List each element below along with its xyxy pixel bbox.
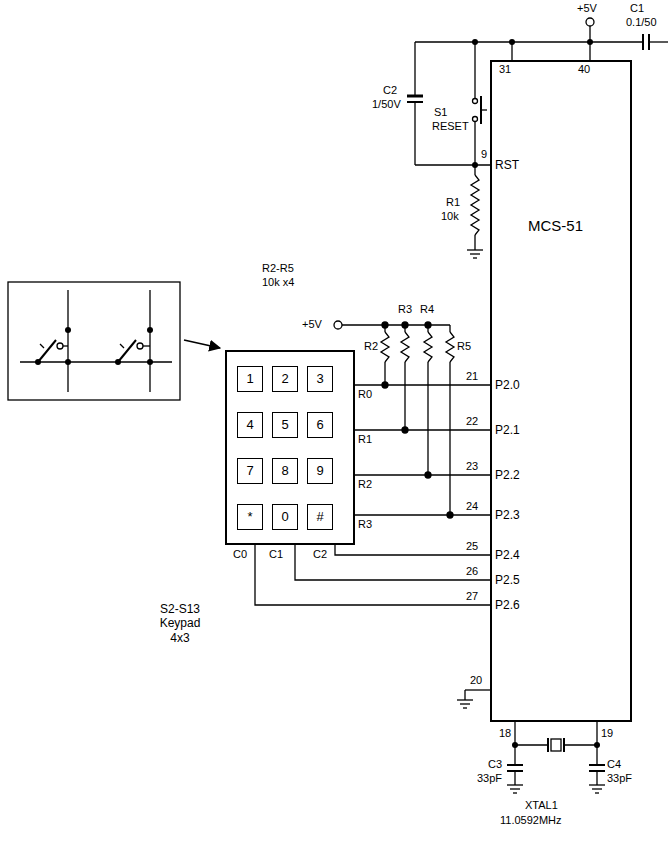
signal-name: R2 <box>357 478 373 491</box>
keypad-key: 5 <box>272 412 298 438</box>
keypad-key: 6 <box>307 412 333 438</box>
key-label: 0 <box>281 509 288 525</box>
signal-name: C2 <box>312 548 328 561</box>
part-label: C3 <box>488 758 502 771</box>
part-name: MCS-51 <box>528 217 583 235</box>
junction-dot <box>402 322 408 328</box>
part-label: R1 <box>446 196 460 209</box>
wire <box>355 429 490 430</box>
key-label: 8 <box>281 463 288 479</box>
signal-name: C0 <box>232 548 248 561</box>
pin-number: 27 <box>466 590 478 603</box>
part-label: 20 <box>470 674 482 687</box>
pin-number: 23 <box>466 460 478 473</box>
keypad-key: 0 <box>272 504 298 530</box>
signal-name: R0 <box>357 388 373 401</box>
pin-name: P2.5 <box>495 573 520 587</box>
pin-name: P2.0 <box>495 378 520 392</box>
wire <box>355 514 490 515</box>
resistor-symbol <box>471 175 479 235</box>
junction-dot <box>382 322 388 328</box>
part-label: C1 <box>630 2 644 15</box>
key-label: 2 <box>281 371 288 387</box>
pin-name: P2.6 <box>495 598 520 612</box>
keypad-key: * <box>237 504 263 530</box>
keypad-key: 8 <box>272 458 298 484</box>
keypad-body: S2-S13 Keypad 4x3123456789*0# <box>225 350 355 545</box>
part-label: R5 <box>457 340 471 353</box>
signal-name: R3 <box>357 518 373 531</box>
part-label: R3 <box>398 303 412 316</box>
wire <box>355 384 490 385</box>
resistor-symbol <box>401 332 409 362</box>
pin-number: 25 <box>466 540 478 553</box>
pin-number: 22 <box>466 415 478 428</box>
wire <box>295 545 490 580</box>
wire <box>255 545 490 605</box>
part-label: 9 <box>481 148 487 161</box>
pin-number: 21 <box>466 370 478 383</box>
part-label: 18 <box>499 727 511 740</box>
key-label: 5 <box>281 417 288 433</box>
part-label: +5V <box>577 2 597 15</box>
resistor-symbol <box>381 332 389 362</box>
signal-name: C1 <box>268 548 284 561</box>
keypad-key: 9 <box>307 458 333 484</box>
wire <box>404 362 405 430</box>
part-label: C4 <box>607 758 621 771</box>
keypad-key: 3 <box>307 366 333 392</box>
keypad-key: 2 <box>272 366 298 392</box>
part-label: +5V <box>302 318 322 331</box>
part-label: R2 <box>364 340 378 353</box>
pin-name: P2.4 <box>495 548 520 562</box>
keypad-key: 1 <box>237 366 263 392</box>
key-label: # <box>316 509 323 525</box>
part-label: 10k x4 <box>262 276 294 289</box>
part-label: 0.1/50 <box>626 16 657 29</box>
key-label: 3 <box>316 371 323 387</box>
pin-name: P2.2 <box>495 468 520 482</box>
part-label: S1 <box>434 106 447 119</box>
pin-number: 24 <box>466 500 478 513</box>
part-label: 40 <box>578 63 590 76</box>
part-label: 19 <box>601 727 613 740</box>
key-label: 6 <box>316 417 323 433</box>
part-label: R4 <box>420 303 434 316</box>
key-label: * <box>247 509 252 525</box>
key-label: 7 <box>246 463 253 479</box>
junction-dot <box>425 322 431 328</box>
pin-number: 26 <box>466 565 478 578</box>
wire <box>427 362 428 475</box>
keypad-key: # <box>307 504 333 530</box>
part-label: 1/50V <box>372 98 401 111</box>
part-label: XTAL1 <box>525 799 558 812</box>
part-label: C2 <box>383 84 397 97</box>
part-label: R2-R5 <box>262 262 294 275</box>
part-label: 10k <box>441 210 459 223</box>
signal-name: R1 <box>357 433 373 446</box>
key-label: 4 <box>246 417 253 433</box>
part-label: RST <box>495 158 519 172</box>
part-label: RESET <box>432 120 469 133</box>
key-label: 9 <box>316 463 323 479</box>
wire <box>449 325 450 332</box>
part-label: 11.0592MHz <box>500 814 562 827</box>
resistor-symbol <box>446 332 454 362</box>
part-label: 33pF <box>477 772 502 785</box>
part-name: S2-S13 Keypad 4x3 <box>152 602 208 645</box>
keypad-key: 4 <box>237 412 263 438</box>
pin-name: P2.3 <box>495 508 520 522</box>
part-label: 31 <box>499 63 511 76</box>
wire <box>355 474 490 475</box>
part-label: 33pF <box>607 772 632 785</box>
resistor-symbol <box>424 332 432 362</box>
key-label: 1 <box>246 371 253 387</box>
pin-name: P2.1 <box>495 423 520 437</box>
keypad-key: 7 <box>237 458 263 484</box>
